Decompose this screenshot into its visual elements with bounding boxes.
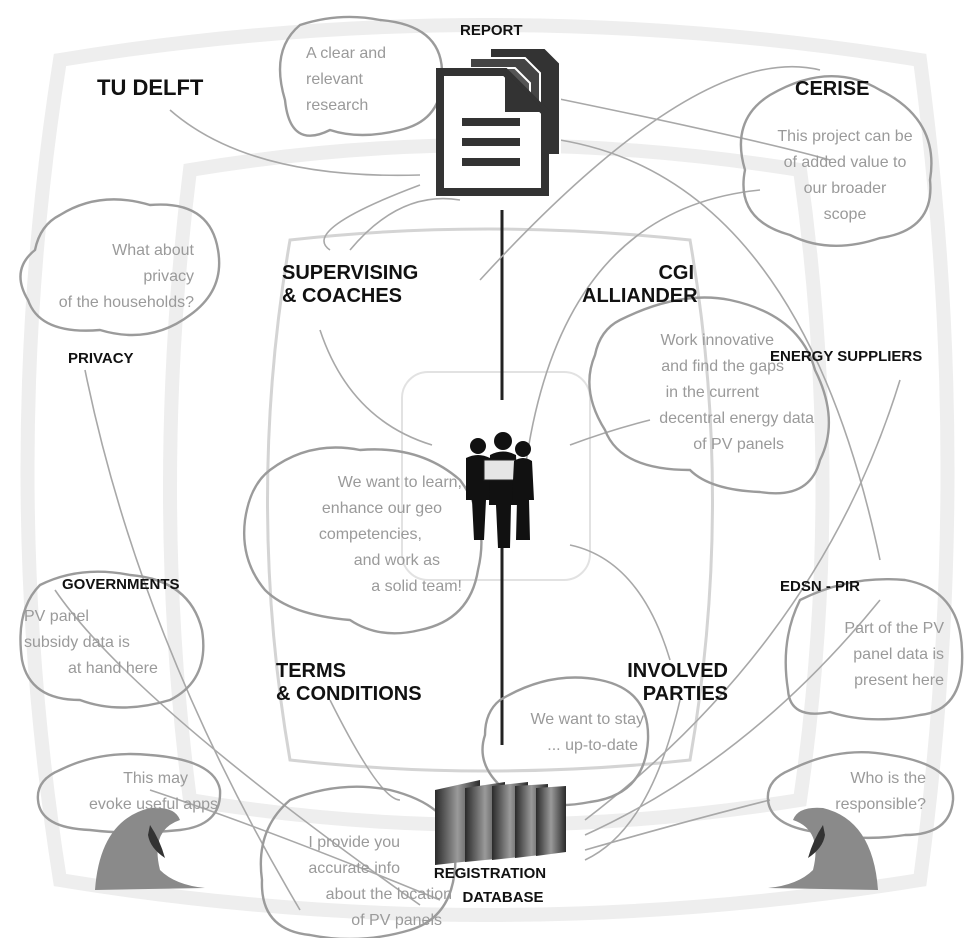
cerise-label: CERISE <box>795 78 870 100</box>
bubble-responsible <box>766 750 955 840</box>
bubble-cgi <box>588 296 830 495</box>
connector-lines <box>54 65 901 911</box>
report-icon <box>436 47 561 196</box>
bubble-apps <box>36 752 222 834</box>
edsn-pir-label: EDSN - PIR <box>780 578 861 595</box>
database-server-icon <box>435 780 566 865</box>
bubble-edsn <box>784 577 964 721</box>
terms-conditions-label: TERMS& CONDITIONS <box>276 660 422 705</box>
governments-label: GOVERNMENTS <box>62 576 180 593</box>
energy-suppliers-label: ENERGY SUPPLIERS <box>770 348 923 365</box>
tu-delft-label: TU DELFT <box>97 75 204 100</box>
speech-bubbles <box>19 15 964 938</box>
bubble-team <box>243 446 483 635</box>
background-frames <box>20 18 955 922</box>
team-silhouette-icon <box>466 432 534 548</box>
bubble-cerise <box>739 75 933 247</box>
bubble-registration <box>259 785 457 938</box>
observer-right-icon <box>768 807 878 890</box>
report-label: REPORT <box>460 22 523 39</box>
inner-frame <box>266 227 714 773</box>
bubble-governments <box>19 570 205 709</box>
supervising-label: SUPERVISING& COACHES <box>282 262 419 307</box>
bubble-tu-delft <box>278 15 444 137</box>
bubble-privacy <box>19 198 221 337</box>
bubble-involved <box>481 676 650 807</box>
privacy-label: PRIVACY <box>68 350 134 367</box>
observer-left-icon <box>95 807 205 890</box>
involved-quote: We want to stay... up-to-date <box>530 711 644 754</box>
